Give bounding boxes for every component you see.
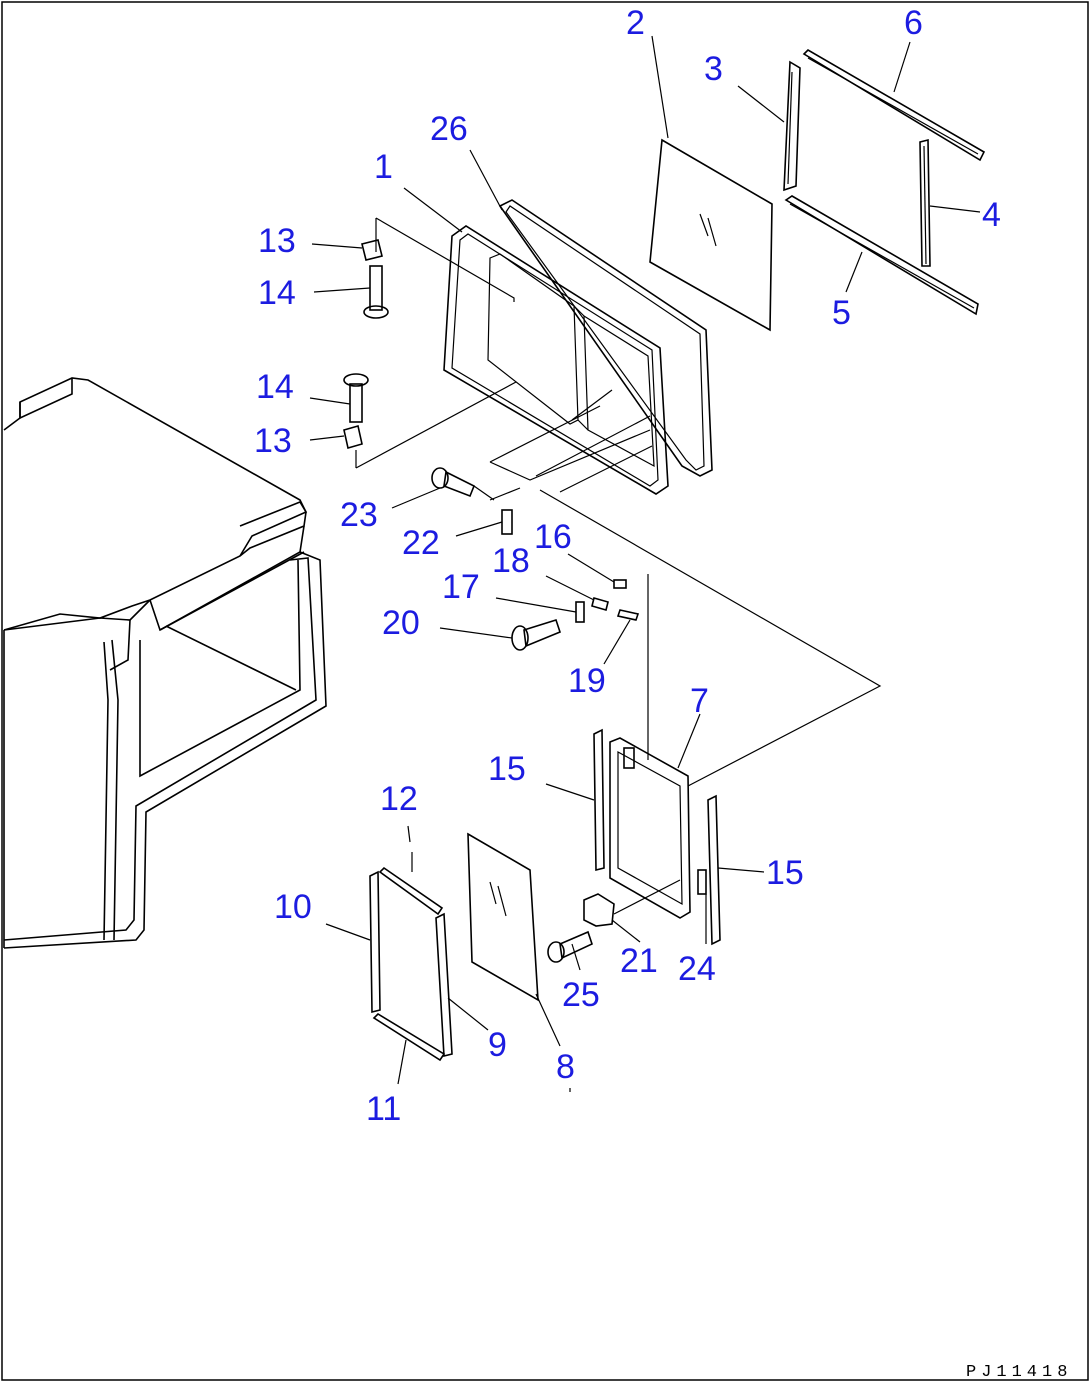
label-6: 6	[904, 4, 923, 42]
bolt-23	[431, 467, 495, 501]
part-18	[591, 597, 609, 611]
reference-line-21	[613, 879, 681, 915]
label-12: 12	[380, 780, 418, 818]
label-13a: 13	[258, 222, 296, 260]
label-20: 20	[382, 604, 420, 642]
label-7: 7	[690, 682, 709, 720]
drawing-code: PJ11418	[966, 1363, 1072, 1382]
leader-lines	[309, 35, 981, 1092]
fastener-13-top	[361, 239, 383, 261]
label-4: 4	[982, 196, 1001, 234]
cab-body	[3, 377, 327, 949]
part-10-seal	[369, 870, 381, 1014]
label-9: 9	[488, 1026, 507, 1064]
part-4-seal	[919, 138, 931, 267]
label-3: 3	[704, 50, 723, 88]
label-5: 5	[832, 294, 851, 332]
label-18: 18	[492, 542, 530, 580]
label-17: 17	[442, 568, 480, 606]
part-15-left-seal	[593, 728, 605, 872]
bolt-25	[547, 930, 593, 963]
part-11-seal	[372, 1012, 446, 1062]
label-23: 23	[340, 496, 378, 534]
label-14b: 14	[256, 368, 294, 406]
part-24	[697, 869, 707, 895]
label-15a: 15	[488, 750, 526, 788]
label-2: 2	[626, 4, 645, 42]
label-13b: 13	[254, 422, 292, 460]
part-labels: 2 6 3 26 1 4 13 14 5 14 13 23 22 16 18 1…	[254, 4, 1001, 1128]
fastener-13-bottom	[343, 424, 363, 450]
bolt-20	[511, 619, 561, 651]
label-1: 1	[374, 148, 393, 186]
part-16	[613, 579, 627, 589]
part-17	[575, 601, 585, 623]
part-8-glass	[467, 832, 539, 1002]
part-7-frame	[609, 737, 691, 919]
fastener-14-bottom	[343, 373, 369, 423]
part-2-glass	[649, 138, 773, 332]
part-12-seal	[378, 866, 444, 916]
label-14a: 14	[258, 274, 296, 312]
part-19	[616, 609, 640, 621]
label-19: 19	[568, 662, 606, 700]
label-24: 24	[678, 950, 716, 988]
label-26: 26	[430, 110, 468, 148]
label-10: 10	[274, 888, 312, 926]
part-9-seal	[435, 912, 453, 1058]
label-15b: 15	[766, 854, 804, 892]
part-5-seal	[784, 195, 979, 316]
label-22: 22	[402, 524, 440, 562]
label-11: 11	[366, 1090, 401, 1128]
part-22	[501, 509, 513, 535]
reference-lines-upper	[355, 217, 882, 787]
label-25: 25	[562, 976, 600, 1014]
label-8: 8	[556, 1048, 575, 1086]
label-16: 16	[534, 518, 572, 556]
upper-window-assembly	[443, 199, 713, 495]
fastener-14-top	[363, 265, 389, 319]
part-15-right-seal	[707, 794, 721, 946]
part-6-seal	[802, 48, 986, 162]
part-21	[583, 893, 615, 927]
part-3-seal	[783, 60, 801, 192]
label-21: 21	[620, 942, 658, 980]
